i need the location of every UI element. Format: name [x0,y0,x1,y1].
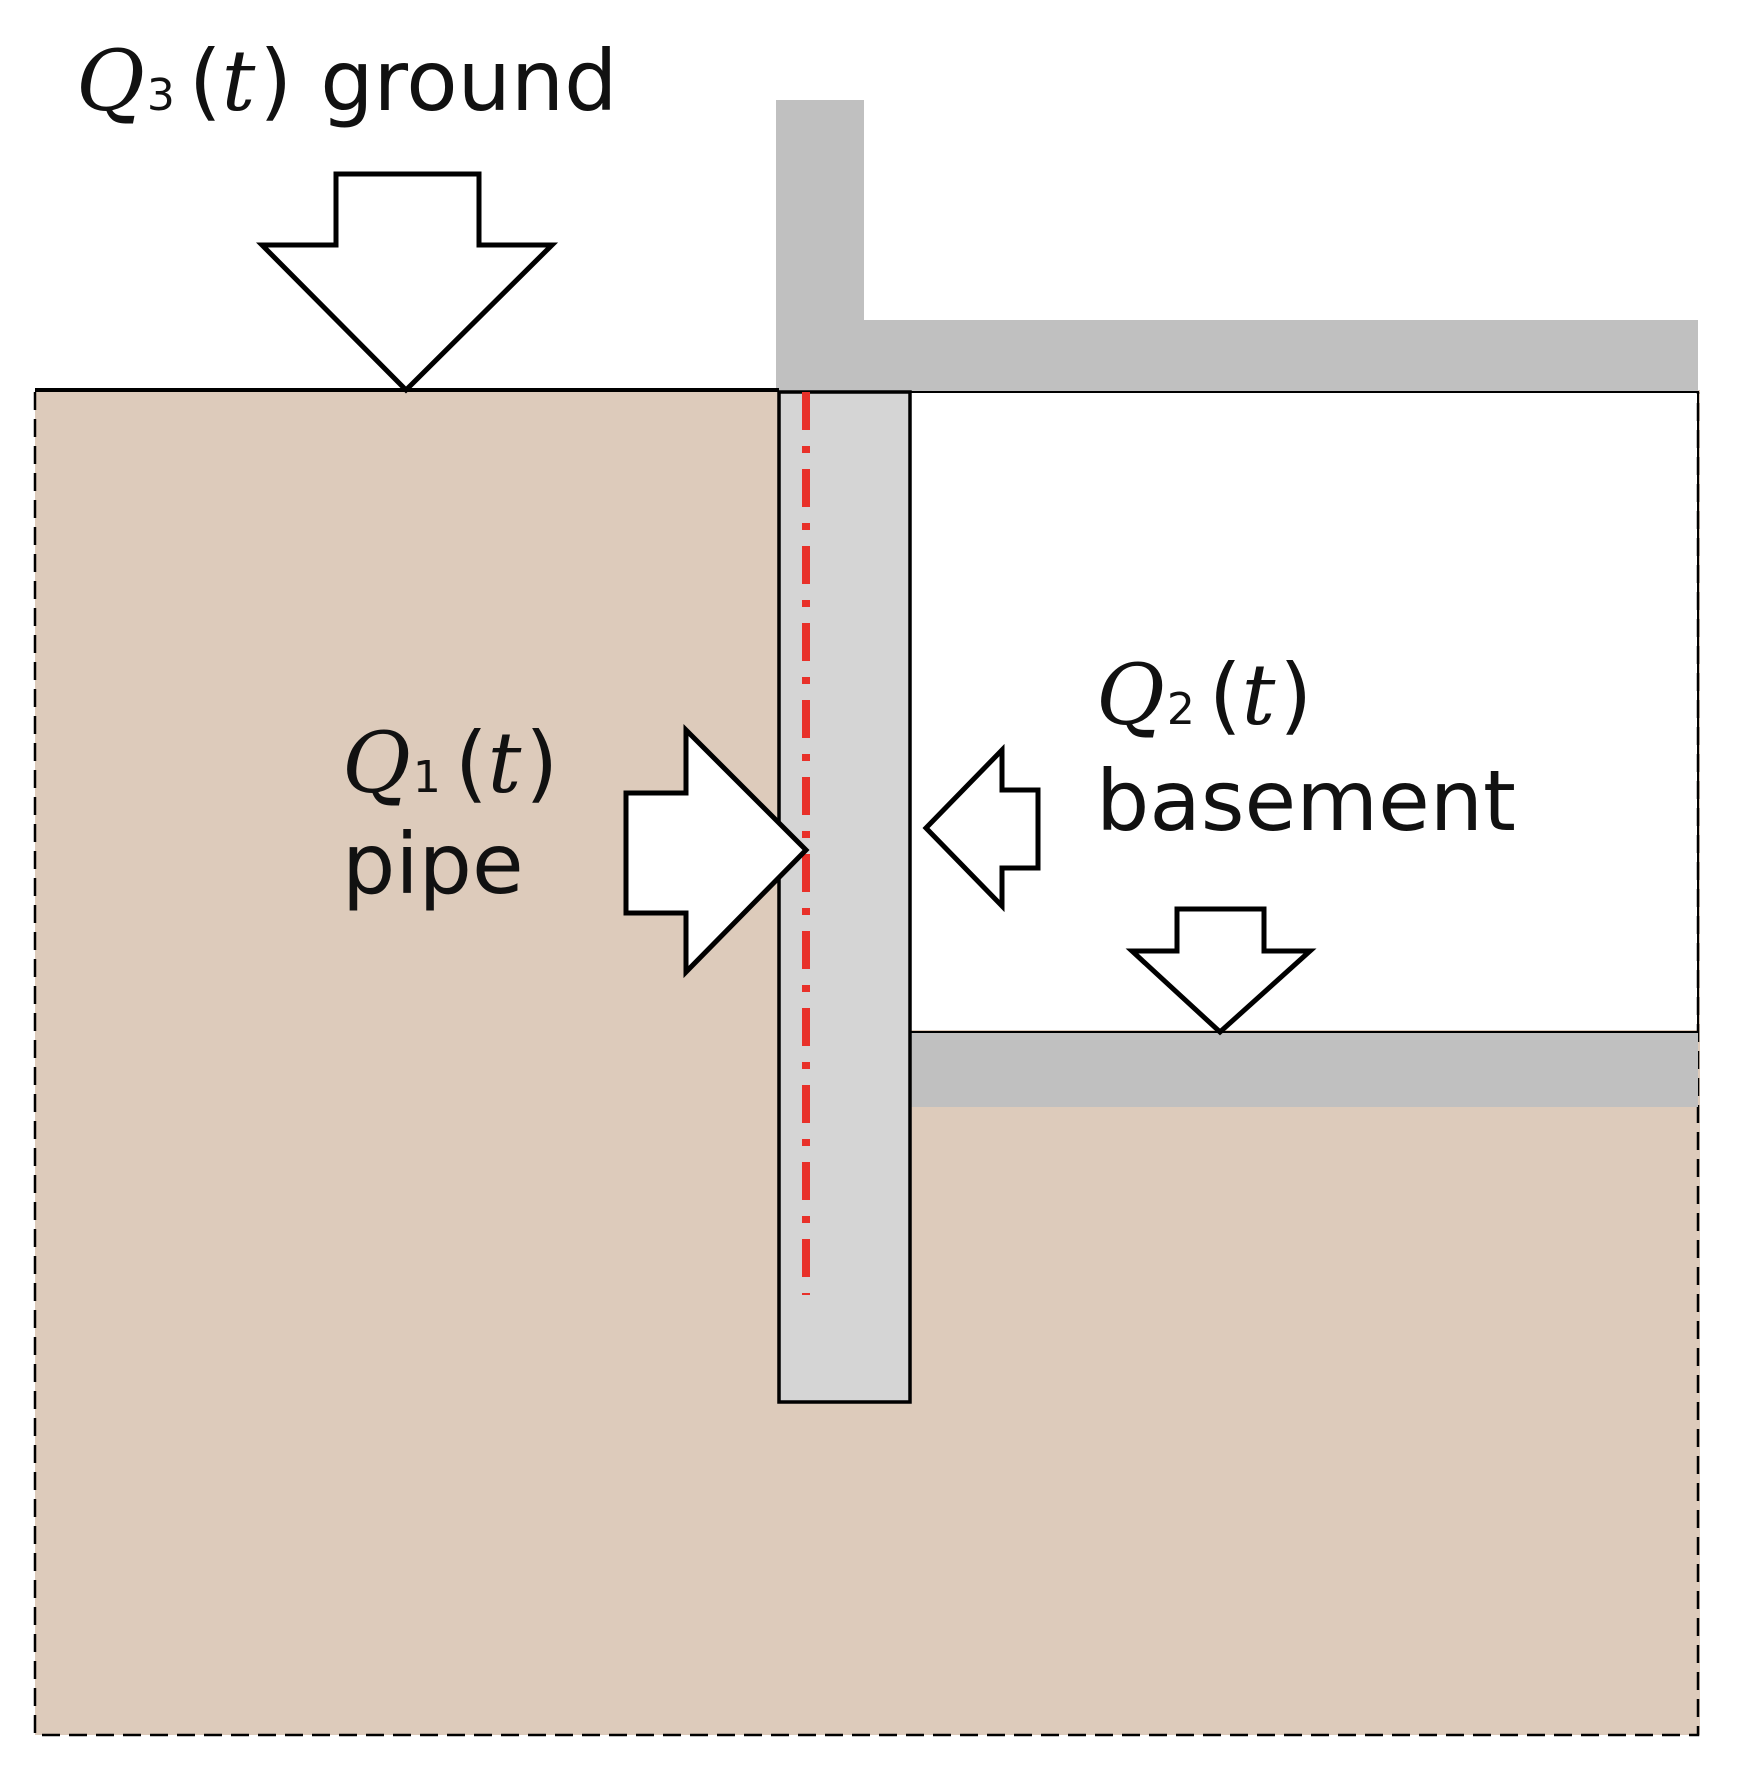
ground-flux-label: Q3(t)ground [76,32,617,130]
basement-outline [910,391,1699,1033]
pipe-flux-word: pipe [342,815,524,913]
basement-flux-label: Q2(t) [1096,646,1312,744]
pipe-heat-arrow [623,723,810,979]
foundation-wall [777,390,912,1404]
basement-floor-slab [910,1032,1698,1107]
basement-floor-heat-arrow [1125,906,1317,1036]
pipe-flux-label: Q1(t) [342,714,558,812]
basement-wall-heat-arrow [922,743,1041,913]
basement-flux-word: basement [1096,752,1516,850]
upper-wall [776,100,1698,392]
ground-heat-arrow [255,171,559,394]
basement-interior [910,392,1698,1030]
